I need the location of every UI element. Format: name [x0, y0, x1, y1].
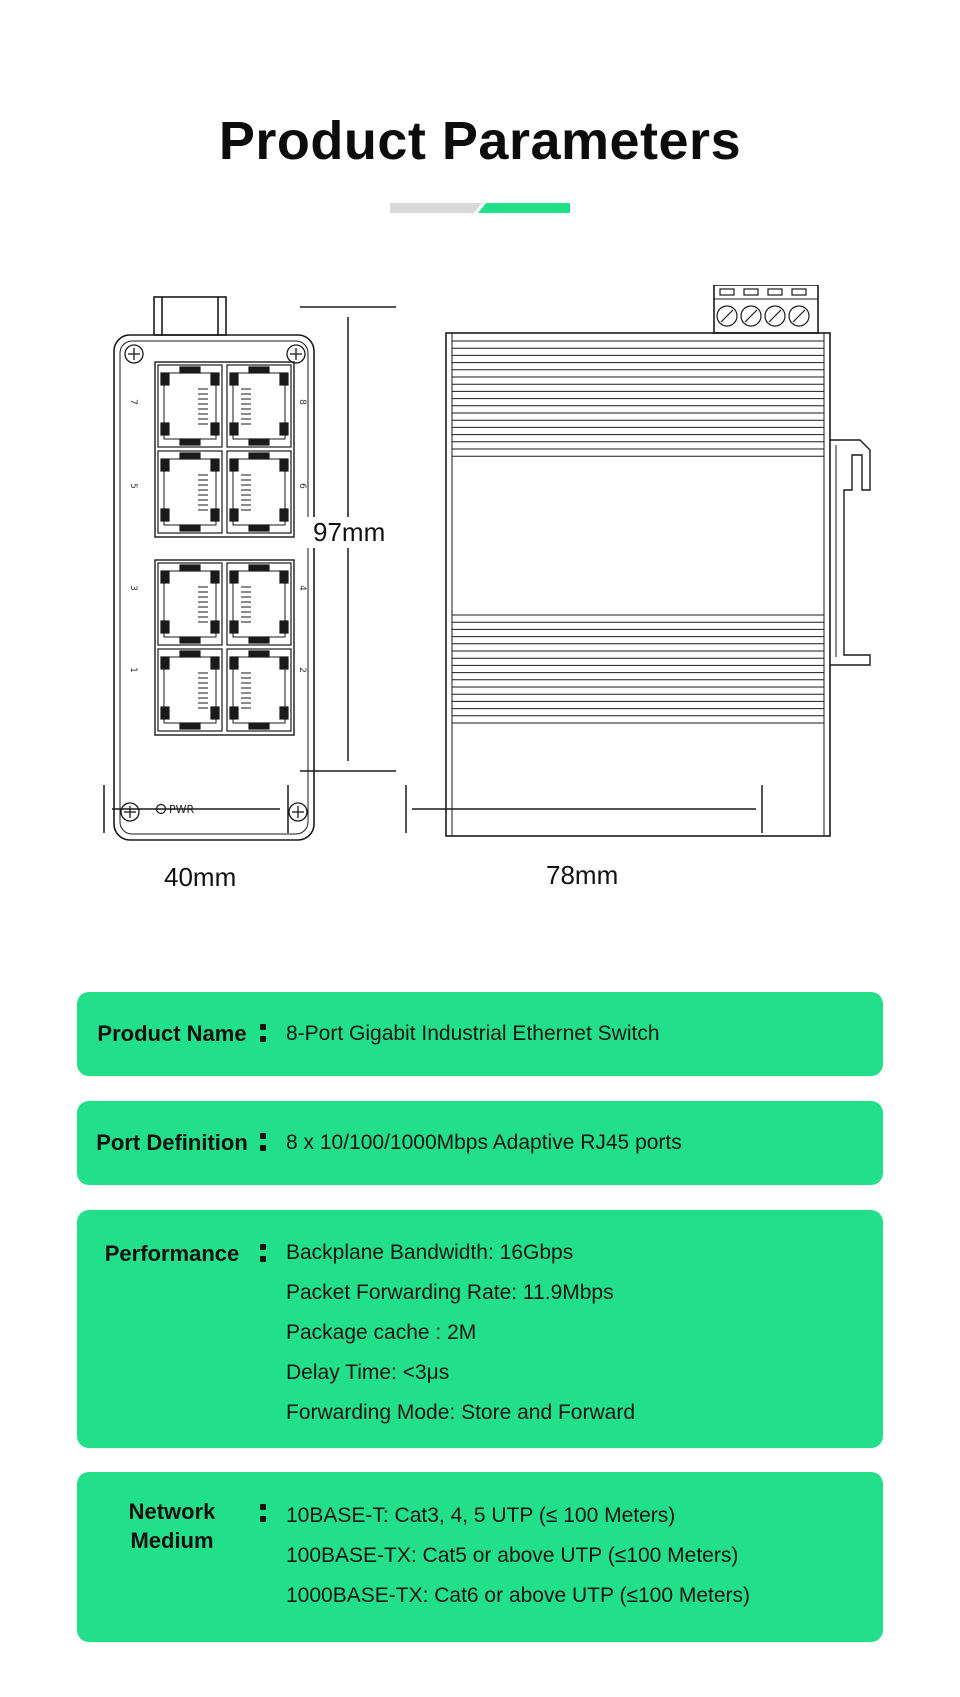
screw-icon: [120, 344, 308, 822]
colon-marker: [260, 1133, 268, 1157]
spec-value: 1000BASE-TX: Cat6 or above UTP (≤100 Met…: [286, 1584, 751, 1607]
port-number: 4: [296, 585, 307, 591]
port-number: 3: [127, 585, 138, 591]
rj45-port-icon: [157, 562, 223, 646]
rj45-port-icon: [157, 450, 223, 534]
spec-values: 10BASE-T: Cat3, 4, 5 UTP (≤ 100 Meters) …: [286, 1496, 863, 1616]
port-number: 7: [127, 399, 138, 405]
spec-card-performance: Performance Backplane Bandwidth: 16Gbps …: [77, 1210, 883, 1448]
rj45-port-icon: [226, 450, 292, 534]
height-dimension-label: 97mm: [307, 517, 392, 548]
side-width-dimension-label: 78mm: [540, 860, 625, 891]
pwr-label: PWR: [169, 803, 195, 816]
dimension-drawing: 97mm 40mm 78mm PWR 7 8 5 6 3 4 1 2: [100, 285, 880, 915]
spec-label: Port Definition: [96, 1130, 248, 1155]
port-number: 5: [127, 483, 138, 489]
port-number: 2: [296, 667, 307, 673]
port-number: 8: [296, 399, 307, 405]
spec-values: Backplane Bandwidth: 16Gbps Packet Forwa…: [286, 1233, 863, 1433]
rj45-port-icon: [226, 562, 292, 646]
spec-value: Backplane Bandwidth: 16Gbps: [286, 1241, 574, 1264]
spec-card-network-medium: Network Medium 10BASE-T: Cat3, 4, 5 UTP …: [77, 1472, 883, 1642]
rj45-port-icon: [226, 364, 292, 448]
title-underline: [390, 203, 570, 213]
rj45-port-icon: [226, 648, 292, 732]
heat-sink-fins: [452, 340, 824, 724]
spec-value: 100BASE-TX: Cat5 or above UTP (≤100 Mete…: [286, 1544, 739, 1567]
colon-marker: [260, 1244, 268, 1268]
spec-values: 8 x 10/100/1000Mbps Adaptive RJ45 ports: [286, 1123, 863, 1163]
colon-marker: [260, 1504, 268, 1528]
rj45-ports: [157, 364, 292, 732]
port-number: 6: [296, 483, 307, 489]
front-panel: [113, 334, 315, 841]
colon-marker: [260, 1024, 268, 1048]
spec-values: 8-Port Gigabit Industrial Ethernet Switc…: [286, 1014, 863, 1054]
spec-value: Packet Forwarding Rate: 11.9Mbps: [286, 1281, 614, 1304]
spec-label: Product Name: [97, 1021, 247, 1046]
rj45-port-icon: [157, 648, 223, 732]
spec-card-product-name: Product Name 8-Port Gigabit Industrial E…: [77, 992, 883, 1076]
spec-card-port-definition: Port Definition 8 x 10/100/1000Mbps Adap…: [77, 1101, 883, 1185]
spec-value: Forwarding Mode: Store and Forward: [286, 1401, 635, 1424]
spec-value: 10BASE-T: Cat3, 4, 5 UTP (≤ 100 Meters): [286, 1504, 676, 1527]
spec-value: Delay Time: <3μs: [286, 1361, 450, 1384]
page-title: Product Parameters: [218, 111, 742, 171]
spec-label: Network Medium: [128, 1499, 216, 1553]
front-width-dimension-label: 40mm: [158, 862, 243, 893]
spec-value: 8-Port Gigabit Industrial Ethernet Switc…: [286, 1022, 660, 1045]
spec-label: Performance: [104, 1241, 240, 1266]
spec-value: Package cache : 2M: [286, 1321, 477, 1344]
terminal-tab: [153, 296, 227, 336]
rj45-port-icon: [157, 364, 223, 448]
port-number: 1: [127, 667, 138, 673]
side-panel: [445, 332, 831, 837]
switch-outline-drawing: [103, 285, 871, 841]
din-rail-clip-icon: [830, 439, 871, 666]
spec-value: 8 x 10/100/1000Mbps Adaptive RJ45 ports: [286, 1131, 682, 1154]
